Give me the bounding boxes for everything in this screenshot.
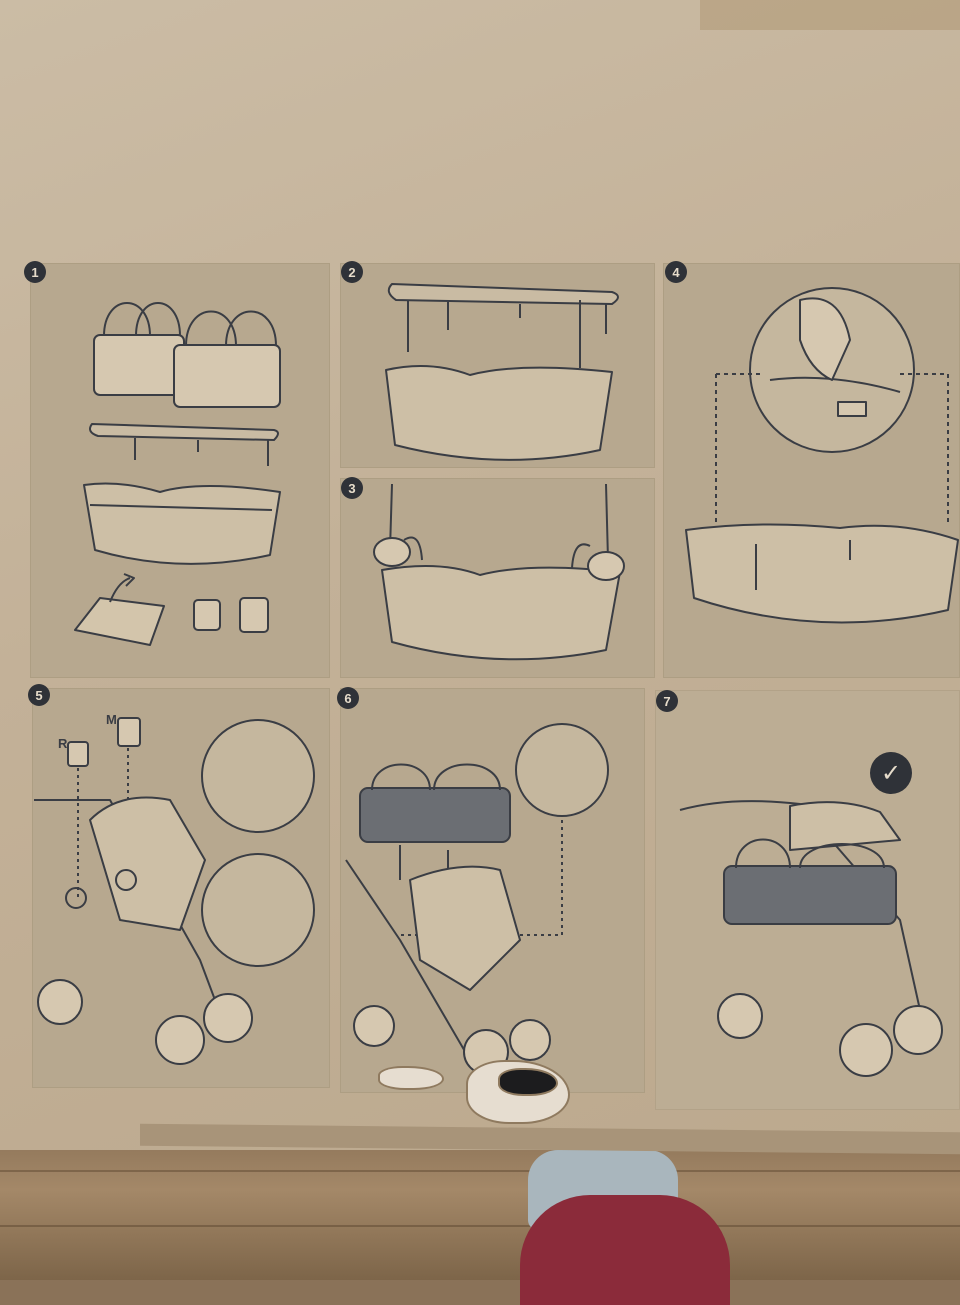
- step-7-badge: 7: [656, 690, 678, 712]
- arrowhead: [123, 573, 135, 587]
- clip-m-icon: [117, 717, 141, 747]
- wooden-floor: [0, 1130, 960, 1280]
- attach-point: [115, 869, 137, 891]
- packing-tape: [700, 0, 960, 30]
- bag-handles: [735, 838, 885, 869]
- bag-handle: [103, 302, 151, 337]
- stroller-wheel: [353, 1005, 395, 1047]
- step-3-badge: 3: [341, 477, 363, 499]
- stroller-seat: [89, 796, 206, 931]
- arrow-rotate: [403, 536, 423, 561]
- frame-clips: [447, 302, 607, 334]
- clip-m: [239, 597, 269, 633]
- leader-lines: [715, 373, 949, 525]
- clips: [755, 540, 851, 590]
- label-tag: [837, 401, 867, 417]
- bag-handles: [371, 763, 501, 791]
- step-1-badge: 1: [24, 261, 46, 283]
- step-4-badge: 4: [665, 261, 687, 283]
- storage-box: [74, 597, 165, 646]
- floor-plank: [0, 1225, 960, 1227]
- step-2-badge: 2: [341, 261, 363, 283]
- stroller-wheel: [717, 993, 763, 1039]
- torn-hole: [500, 1070, 556, 1094]
- stroller-wheel: [203, 993, 253, 1043]
- step-6-badge: 6: [337, 687, 359, 709]
- clip-m-label: M: [106, 712, 117, 727]
- detail-zoom-circle: [515, 723, 609, 817]
- clip-r-icon: [67, 741, 89, 767]
- basket-with-bags: [723, 865, 897, 925]
- mesh-basket: [83, 482, 281, 565]
- attach-point: [65, 887, 87, 909]
- stroller-frame: [345, 859, 471, 1061]
- down-arrows: [407, 300, 581, 368]
- hand-icon: [799, 297, 851, 381]
- bag-handle: [135, 302, 181, 337]
- step-5-badge: 5: [28, 684, 50, 706]
- mesh-basket: [381, 565, 621, 661]
- detail-zoom-circle: [201, 719, 315, 833]
- stroller-wheel: [839, 1023, 893, 1077]
- stroller-canopy: [789, 801, 901, 851]
- stroller-wheel: [893, 1005, 943, 1055]
- bag-handle: [185, 310, 237, 347]
- bag-handle: [225, 310, 277, 347]
- stroller-wheel: [155, 1015, 205, 1065]
- torn-spot: [380, 1068, 442, 1088]
- mesh-basket: [685, 523, 959, 624]
- mesh-basket: [385, 365, 613, 461]
- stroller-seat: [409, 865, 521, 991]
- frame-bar: [89, 423, 279, 441]
- frame-bar: [387, 283, 619, 305]
- clip-r: [193, 599, 221, 631]
- stroller-wheel: [509, 1019, 551, 1061]
- detail-zoom-circle: [201, 853, 315, 967]
- basket-rim: [89, 504, 273, 511]
- checkmark-icon: ✓: [870, 752, 912, 794]
- floor-plank: [0, 1170, 960, 1172]
- leader-line: [400, 820, 563, 936]
- stroller-wheel: [37, 979, 83, 1025]
- arrow-up: [109, 577, 131, 603]
- hand-left: [373, 537, 411, 567]
- clip-r-label: R: [58, 736, 68, 751]
- hand-right: [587, 551, 625, 581]
- frame-clips: [134, 438, 269, 466]
- arrow-rotate: [571, 543, 591, 569]
